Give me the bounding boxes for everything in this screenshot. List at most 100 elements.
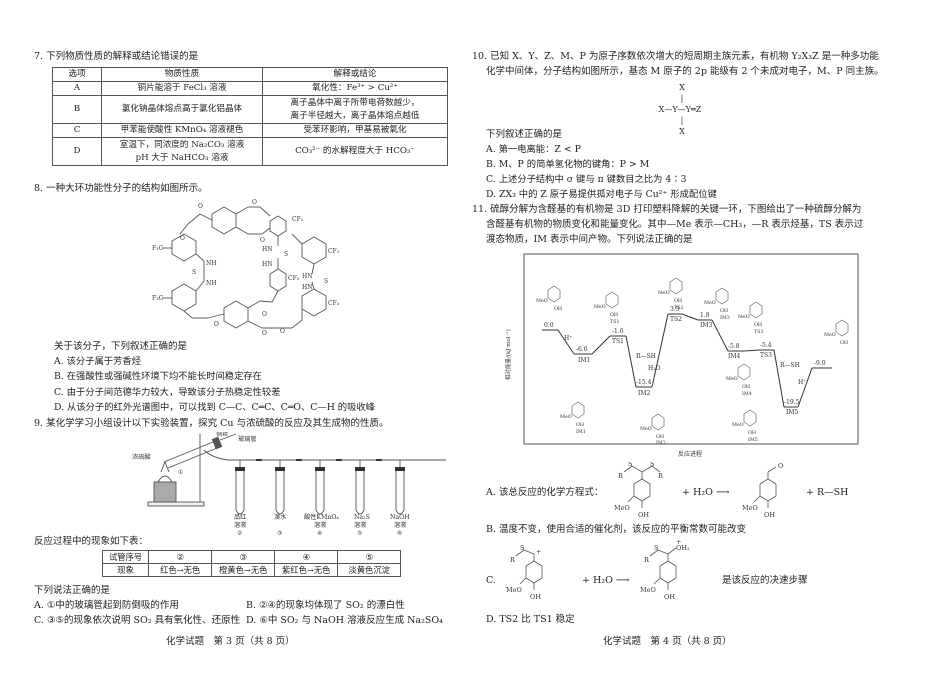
q10-option-b[interactable]: B. M、P 的简单氢化物的键角：P > M <box>486 159 650 170</box>
q7-row-a-conclusion: 氧化性：Fe³⁺ > Cu²⁺ <box>262 81 448 96</box>
svg-text:溶液: 溶液 <box>394 521 406 529</box>
conc-acid-label: 浓硫酸 <box>132 453 151 461</box>
experiment-apparatus-figure: 铜丝 玻璃管 浓硫酸 ① 品红 溶液 ② 溴水 ③ 酸性KMnO₄ 溶液 ④ N… <box>132 432 446 536</box>
q9-table-header: 试管序号 <box>101 550 150 564</box>
energy-axis-label: 相对能量/(kJ·mol⁻¹) <box>504 329 512 380</box>
q8-prompt: 关于该分子，下列叙述正确的是 <box>54 341 188 352</box>
svg-text:H₂O: H₂O <box>648 365 661 372</box>
svg-text:IM3: IM3 <box>700 322 713 329</box>
svg-text:R—SH: R—SH <box>636 353 656 360</box>
svg-text:O: O <box>262 311 267 318</box>
svg-text:MeO: MeO <box>732 422 744 428</box>
energy-profile-diagram: 相对能量/(kJ·mol⁻¹) 反应进程 <box>504 253 859 458</box>
svg-text:溶液: 溶液 <box>234 521 246 529</box>
svg-text:O: O <box>252 199 257 206</box>
q8-option-b[interactable]: B. 在强酸性或强碱性环境下均不能长时间稳定存在 <box>54 371 262 382</box>
q9-table-tube-2: ② <box>148 550 213 564</box>
q7-row-a-property: 铜片能溶于 FeCl₃ 溶液 <box>101 81 263 96</box>
svg-text:O: O <box>778 462 783 470</box>
q11-stem-line2: 含醛基有机物的物质变化和能量变化。其中—Me 表示—CH₃，—R 表示烃基，TS… <box>486 219 864 230</box>
page-4-footer: 化学试题 第 4 页（共 8 页） <box>603 636 732 647</box>
svg-text:O: O <box>280 328 285 335</box>
q11-option-b[interactable]: B. 温度不变，使用合适的催化剂，该反应的平衡常数可能改变 <box>486 524 747 535</box>
svg-text:NH: NH <box>206 280 216 287</box>
svg-text:MeO: MeO <box>594 304 606 310</box>
q7-row-b-option: B <box>52 95 102 124</box>
svg-text:-6.6: -6.6 <box>576 346 588 353</box>
svg-text:OH: OH <box>764 511 775 519</box>
svg-text:MeO: MeO <box>704 300 716 306</box>
q7-row-b-property: 氯化钠晶体熔点高于氯化铝晶体 <box>101 95 263 124</box>
q9-table-phenomenon-2: 红色→无色 <box>148 563 213 577</box>
glass-tube-label: 玻璃管 <box>238 435 257 443</box>
svg-text:MeO: MeO <box>658 290 670 296</box>
svg-text:S: S <box>628 462 632 468</box>
q9-option-c[interactable]: C. ③⑤的现象依次说明 SO₂ 具有氧化性、还原性 <box>34 615 241 626</box>
svg-text:酸性KMnO₄: 酸性KMnO₄ <box>304 513 339 521</box>
q9-table-tube-5: ⑤ <box>337 550 402 564</box>
svg-text:IM5: IM5 <box>748 437 758 443</box>
q10-stem-line2: 化学中间体，分子结构如图所示，基态 M 原子的 2p 能级有 2 个未成对电子，… <box>486 66 884 77</box>
svg-text:F₃C: F₃C <box>152 295 164 302</box>
q7-row-a-option: A <box>52 81 102 96</box>
svg-text:+: + <box>676 540 681 546</box>
svg-text:TS3: TS3 <box>754 329 764 335</box>
svg-text:TS1: TS1 <box>610 319 620 325</box>
svg-text:TS3: TS3 <box>760 352 772 359</box>
q11-option-a-water: + H₂O ⟶ <box>682 487 730 498</box>
svg-text:S: S <box>650 462 654 468</box>
q7-row-d-property-line1: 室温下，同浓度的 Na₂CO₃ 溶液 <box>119 139 245 150</box>
svg-text:MeO: MeO <box>738 314 750 320</box>
svg-text:OH: OH <box>610 312 618 318</box>
q9-table-tube-3: ③ <box>211 550 276 564</box>
svg-text:OH: OH <box>720 308 728 314</box>
q10-option-a[interactable]: A. 第一电离能：Z < P <box>486 144 581 155</box>
q8-option-a[interactable]: A. 该分子属于芳香烃 <box>54 356 141 367</box>
svg-text:⑥: ⑥ <box>397 530 403 536</box>
svg-text:R: R <box>658 472 664 480</box>
svg-text:IM2: IM2 <box>656 440 666 446</box>
q11-option-a-label[interactable]: A. 该总反应的化学方程式： <box>486 487 604 498</box>
svg-text:OH: OH <box>664 593 675 601</box>
svg-text:O: O <box>214 321 219 328</box>
q9-option-d[interactable]: D. ⑥中 SO₂ 与 NaOH 溶液反应生成 Na₂SO₄ <box>246 615 443 626</box>
svg-text:IM1: IM1 <box>578 357 590 364</box>
svg-text:NH: NH <box>206 260 216 267</box>
q10-option-c[interactable]: C. 上述分子结构中 σ 键与 π 键数目之比为 4∶3 <box>486 174 687 185</box>
q7-header-property: 物质性质 <box>101 67 263 82</box>
svg-text:HN: HN <box>302 273 312 280</box>
svg-text:IM2: IM2 <box>638 390 651 397</box>
q8-option-c[interactable]: C. 由于分子间范德华力较大，导致该分子热稳定性较差 <box>54 387 281 398</box>
svg-text:H⁺: H⁺ <box>798 379 806 386</box>
svg-text:S: S <box>520 544 524 552</box>
q11-option-c-label[interactable]: C. <box>486 575 496 586</box>
svg-text:TS1: TS1 <box>612 338 624 345</box>
svg-text:HN: HN <box>302 284 312 291</box>
q9-phenomena-table: 试管序号 ② ③ ④ ⑤ 现象 红色→无色 橙黄色→无色 紫红色→无色 淡黄色沉… <box>101 550 402 577</box>
q9-option-a[interactable]: A. ①中的玻璃管起到防倒吸的作用 <box>34 600 179 611</box>
svg-text:-5.8: -5.8 <box>728 343 740 350</box>
svg-text:CF₃: CF₃ <box>328 248 340 255</box>
q8-option-d[interactable]: D. 从该分子的红外光谱图中，可以找到 C—C、C═C、C═O、C—H 的吸收峰 <box>54 402 375 413</box>
q10-option-d[interactable]: D. ZX₃ 中的 Z 原子易提供孤对电子与 Cu²⁺ 形成配位键 <box>486 189 717 200</box>
q10-stem-line1: 10. 已知 X、Y、Z、M、P 为原子序数依次增大的短周期主族元素，有机物 Y… <box>472 51 879 62</box>
q7-header-conclusion: 解释或结论 <box>262 67 448 82</box>
svg-text:IM4: IM4 <box>728 353 741 360</box>
svg-text:3.5: 3.5 <box>670 306 680 313</box>
q9-prompt: 下列说法正确的是 <box>34 585 111 596</box>
q11-option-d[interactable]: D. TS2 比 TS1 稳定 <box>486 614 575 625</box>
svg-text:CF₃: CF₃ <box>292 216 304 223</box>
flask-number-label: ① <box>178 469 184 476</box>
q9-option-b[interactable]: B. ②④的现象均体现了 SO₂ 的漂白性 <box>246 600 405 611</box>
copper-wire-label: 铜丝 <box>216 432 228 438</box>
svg-text:S: S <box>284 251 288 258</box>
q9-table-phenomenon-5: 淡黄色沉淀 <box>337 563 402 577</box>
svg-text:-15.4: -15.4 <box>636 379 652 386</box>
svg-text:-5.4: -5.4 <box>760 342 772 349</box>
q11-stem-line3: 渡态物质，IM 表示中间产物。下列说法正确的是 <box>486 234 693 245</box>
svg-text:MeO: MeO <box>560 414 572 420</box>
q9-phenomena-intro: 反应过程中的现象如下表： <box>34 536 149 547</box>
svg-text:IM3: IM3 <box>720 315 730 321</box>
